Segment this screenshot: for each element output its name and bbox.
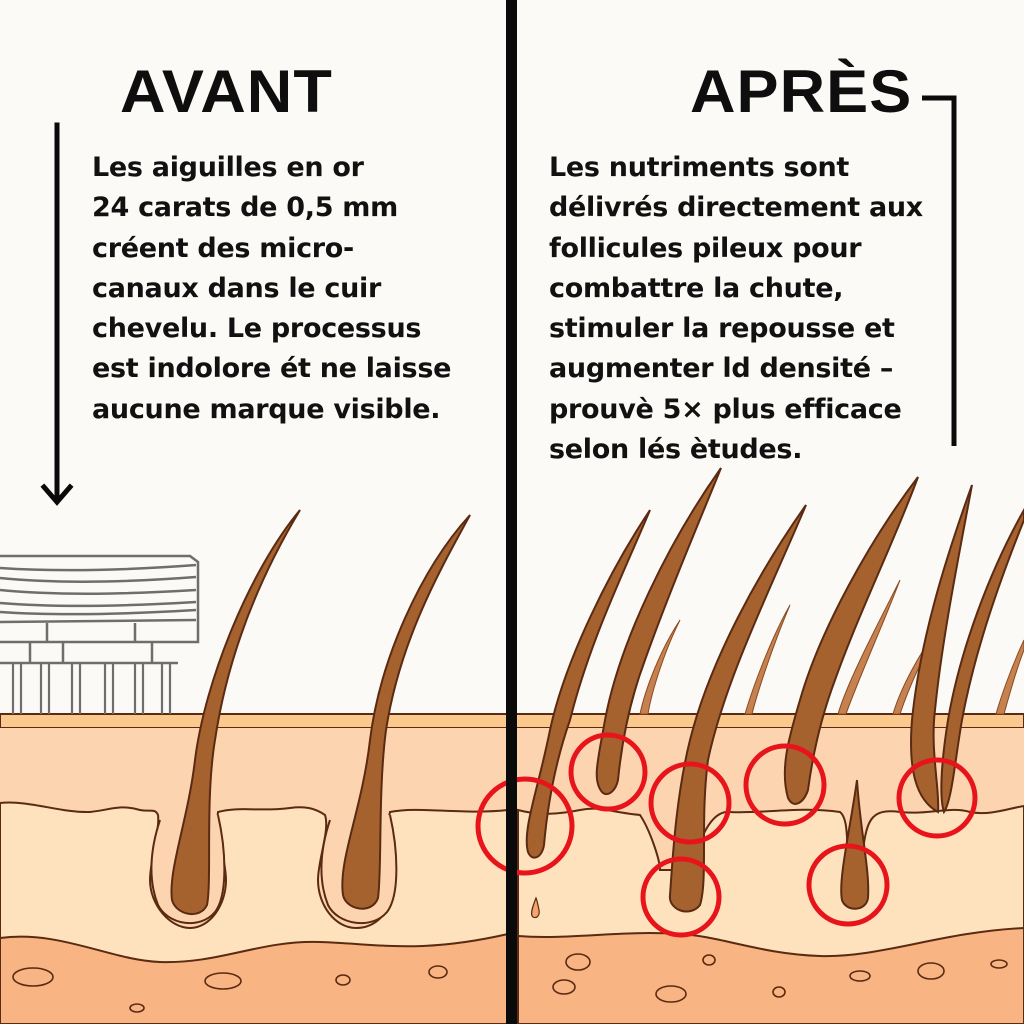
text-line: délivrés directement aux bbox=[549, 192, 923, 224]
after-follicles bbox=[525, 467, 1024, 919]
fat-cells bbox=[12, 953, 1008, 1013]
text-line: combattre la chute, bbox=[549, 272, 844, 304]
text-line: créent des micro- bbox=[92, 232, 354, 264]
highlight-circles bbox=[475, 732, 978, 938]
text-line: est indolore ét ne laisse bbox=[92, 353, 452, 385]
text-line: aucune marque visible. bbox=[92, 393, 441, 425]
highlight-circle-icon bbox=[640, 856, 722, 938]
down-arrow-icon bbox=[40, 122, 74, 506]
skin-layers bbox=[0, 713, 1024, 1024]
text-line: stimuler la repousse et bbox=[549, 313, 895, 345]
corner-bracket-icon bbox=[922, 95, 957, 446]
text-line: canaux dans le cuir bbox=[92, 272, 382, 304]
highlight-circle-icon bbox=[475, 776, 575, 876]
text-line: selon lés ètudes. bbox=[549, 434, 803, 466]
center-divider bbox=[506, 0, 517, 1024]
highlight-circle-icon bbox=[896, 757, 978, 839]
highlight-circle-icon bbox=[806, 843, 890, 927]
text-line: 24 carats de 0,5 mm bbox=[92, 192, 398, 224]
highlight-circle-icon bbox=[568, 732, 648, 812]
text-line: augmenter ld densité – bbox=[549, 353, 894, 385]
text-line: prouvè 5× plus efficace bbox=[549, 393, 902, 425]
highlight-circle-icon bbox=[648, 761, 732, 845]
microneedle-device-icon bbox=[0, 554, 200, 714]
before-follicles bbox=[150, 509, 471, 925]
text-line: chevelu. Le processus bbox=[92, 313, 422, 345]
text-line: follicules pileux pour bbox=[549, 232, 862, 264]
after-description: Les nutriments sont délivrés directement… bbox=[549, 148, 923, 470]
before-description: Les aiguilles en or 24 carats de 0,5 mm … bbox=[92, 148, 451, 430]
before-title: AVANT bbox=[120, 58, 333, 125]
highlight-circle-icon bbox=[743, 743, 827, 827]
text-line: Les nutriments sont bbox=[549, 152, 850, 183]
after-title: APRÈS bbox=[690, 58, 913, 125]
text-line: Les aiguilles en or bbox=[92, 152, 364, 183]
